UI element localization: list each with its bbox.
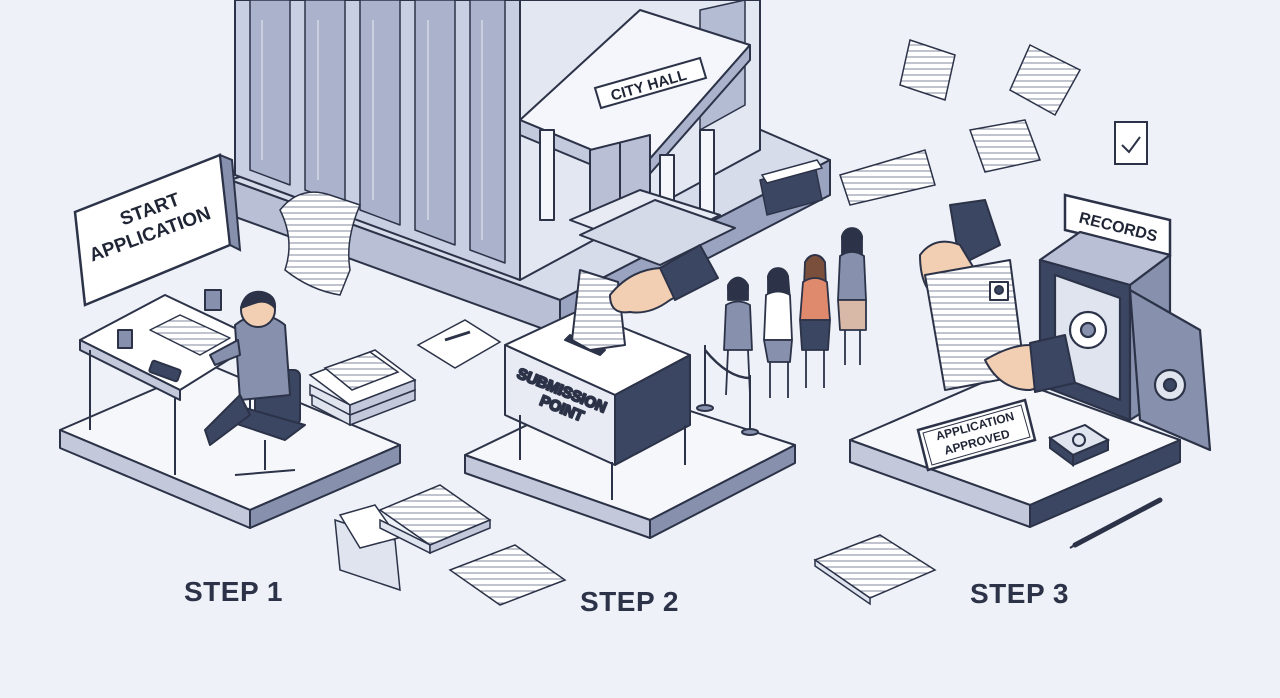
papers-step3 [813, 534, 937, 606]
step3-label: STEP 3 [970, 578, 1069, 609]
floating-documents [759, 39, 1082, 216]
queue-people [723, 227, 867, 398]
step2-label: STEP 2 [580, 586, 679, 617]
flying-document [279, 191, 362, 296]
start-application-sign: START APPLICATION [73, 153, 242, 307]
hand-submitting-document [571, 244, 719, 351]
desk [79, 289, 261, 475]
submission-box: SUBMISSION POINT [504, 309, 691, 500]
pen-icon [1069, 497, 1163, 549]
approved-document-hands [919, 199, 1076, 393]
applicant-person [204, 290, 306, 476]
folder-and-papers [334, 484, 567, 606]
step1-label: STEP 1 [184, 576, 283, 607]
records-sign: RECORDS [1063, 193, 1172, 257]
paper-stack-step1 [308, 349, 417, 427]
paper-with-pen [416, 319, 502, 369]
step1-platform [59, 364, 401, 529]
stamp-pad [1047, 423, 1111, 467]
checkmark-icon [1114, 121, 1148, 165]
